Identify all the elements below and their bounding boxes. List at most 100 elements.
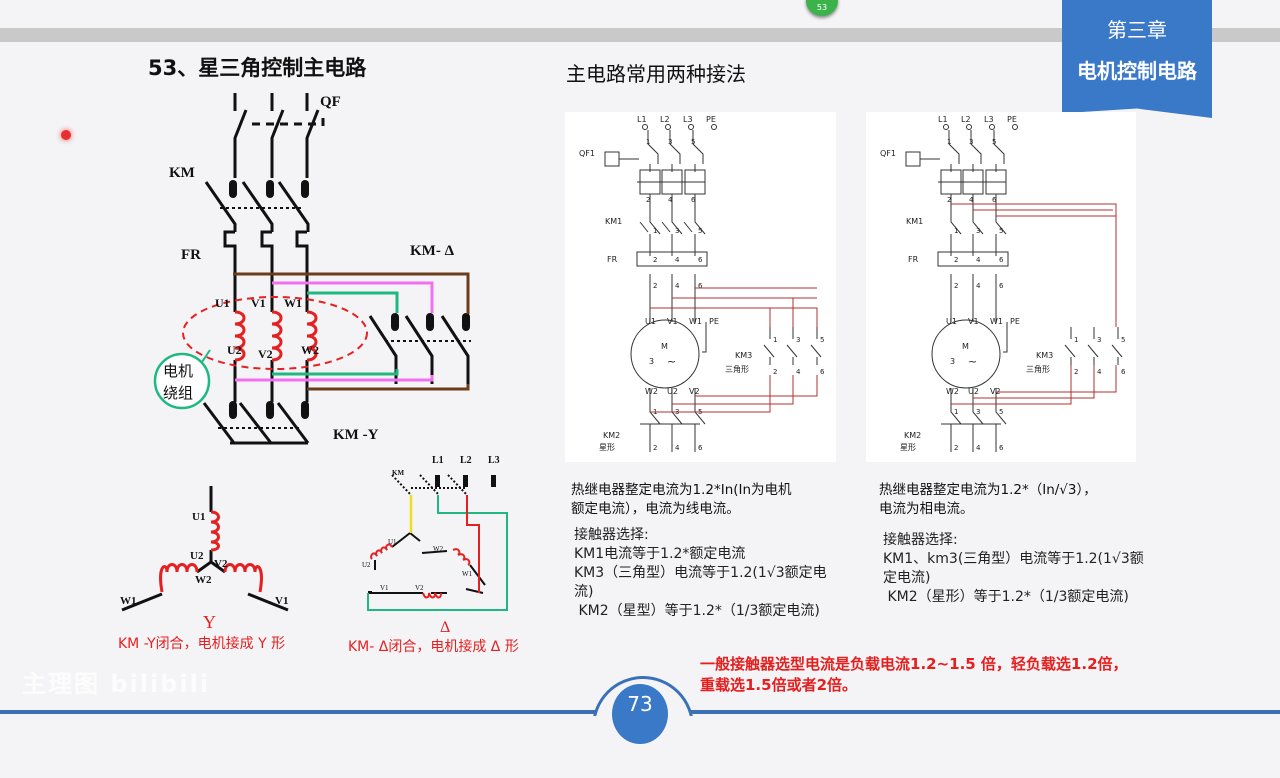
wire [951,203,1117,327]
terminal-num: 1 [954,408,958,416]
star-u2: U2 [190,550,204,562]
star-caption: KM -Y闭合，电机接成 Y 形 [118,635,285,652]
winding-highlight [182,296,368,370]
label-km2: KM2 [603,431,620,440]
chapter-number: 第三章 [1107,18,1167,42]
label-pe2: PE [709,317,719,326]
terminal [711,124,717,130]
terminal-num: 5 [999,227,1003,235]
label-pe: PE [706,115,716,124]
pointer-dot [61,130,71,140]
wire [786,327,798,365]
label-km2-name: 星形 [900,443,916,452]
note-left-contactor: 接触器选择: KM1电流等于1.2*额定电流 KM3（三角型）电流等于1.2(1… [574,526,827,621]
label-qf: QF [320,94,341,110]
header-bar [0,28,1280,42]
label-km2-name: 星形 [599,443,615,452]
wire [650,287,818,327]
wire [649,388,661,452]
wire [763,327,775,365]
wire [951,365,1117,405]
note-right-relay: 热继电器整定电流为1.2*（In/√3）， 电流为相电流。 [879,481,1097,519]
note-line: KM3（三角型）电流等于1.2(1√3额定电 [574,565,827,581]
note-line: KM2（星形）等于1.2*（1/3额定电流) [883,589,1129,605]
delta-l1: L1 [432,455,444,466]
terminal-num: 3 [796,336,800,344]
label-qf1: QF1 [880,149,896,158]
terminal-num: 3 [1097,336,1101,344]
note-line: KM2（星型）等于1.2*（1/3额定电流) [574,603,820,619]
note-right-contactor: 接触器选择: KM1、km3(三角型）电流等于1.2(1√3额 定电流) KM2… [883,531,1144,607]
wire [650,375,818,413]
label-l3: L3 [984,115,994,124]
terminal-num: 5 [992,138,996,146]
wire [1111,327,1123,365]
terminal-num: 5 [999,408,1003,416]
note-line: 定电流) [883,570,931,586]
note-line: 接触器选择: [574,527,649,543]
star-u1: U1 [192,511,205,523]
label-u1: U1 [645,317,656,326]
watermark: 主理图 bilibili [22,670,211,698]
note-left-relay: 热继电器整定电流为1.2*In(In为电机 额定电流），电流为线电流。 [571,481,792,519]
wire [639,221,693,233]
terminal-num: 6 [992,196,997,204]
label-km: KM [169,165,195,181]
wire [810,327,822,365]
terminal [642,124,648,130]
label-v1: V1 [968,317,979,326]
terminal-num: 4 [668,196,673,204]
terminal-num: 3 [976,408,980,416]
motor-windings [234,310,318,362]
page-title: 53、星三角控制主电路 [148,56,367,80]
callout-text-1: 电机 [163,363,193,380]
label-km-delta: KM- Δ [410,243,455,259]
terminal-num: 5 [698,227,702,235]
delta-u1: U1 [388,538,397,546]
terminal-num: 2 [954,444,958,452]
note-line: 热继电器整定电流为1.2*（In/√3）， [879,482,1097,498]
winding-callout [153,352,211,410]
note-line: KM1电流等于1.2*额定电流 [574,546,746,562]
terminal-num: 3 [675,227,679,235]
terminal-num: 2 [1074,368,1078,376]
label-fr: FR [908,255,919,264]
wire [950,194,962,256]
terminal-num: 2 [954,256,958,264]
delta-l3: L3 [488,455,500,466]
terminal [943,124,949,130]
label-v2: V2 [689,387,700,396]
terminal [665,124,671,130]
note-line: 热继电器整定电流为1.2*In(In为电机 [571,482,792,498]
wire [702,322,707,353]
label-w1: W1 [284,296,302,310]
delta-l2: L2 [460,455,472,466]
page-number: 73 [612,684,668,744]
delta-u2: U2 [362,561,371,569]
label-pe: PE [1007,115,1017,124]
conclusion-line: 重载选1.5倍或者2倍。 [700,676,858,694]
label-tilde: ~ [667,355,676,368]
label-v1: V1 [667,317,678,326]
label-three: 3 [950,357,955,366]
terminal-num: 6 [698,282,703,290]
label-km3-name: 三角形 [725,364,749,374]
delta-km: KM [392,469,404,477]
terminal-num: 6 [999,256,1004,264]
terminal-num: 2 [653,282,657,290]
label-w2: W2 [645,387,658,396]
terminal-num: 1 [773,336,777,344]
star-symbol: Y [203,612,216,632]
circuit-lines [202,93,471,445]
label-three: 3 [649,357,654,366]
delta-caption: KM- Δ闭合，电机接成 Δ 形 [348,638,519,655]
terminal-num: 2 [653,444,657,452]
terminal-num: 4 [675,444,680,452]
label-qf1: QF1 [579,149,595,158]
star-v2: V2 [214,558,228,570]
label-km3-name: 三角形 [1026,364,1050,374]
terminal-num: 5 [691,138,695,146]
terminal-num: 4 [976,444,981,452]
wire [972,388,984,452]
